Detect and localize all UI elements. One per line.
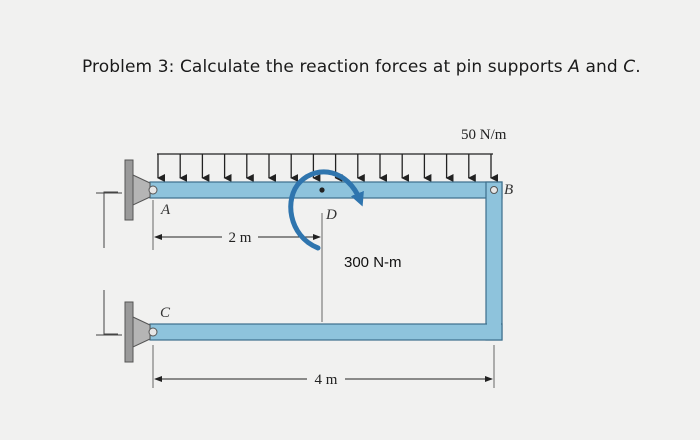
dim-2m-label: 2 m	[229, 230, 252, 246]
pin-b	[490, 186, 498, 194]
point-a-ref: A	[568, 57, 580, 77]
top-member-ab	[149, 181, 503, 199]
problem-suffix: .	[635, 57, 641, 77]
bottom-member-c	[149, 323, 503, 341]
wall-c	[124, 301, 134, 363]
bracket-c	[132, 316, 151, 348]
pin-support-c	[124, 301, 158, 363]
wall-a	[124, 159, 134, 221]
dim-4m-label: 4 m	[315, 372, 338, 388]
support-a-bracket-line	[103, 191, 118, 248]
problem-and: and	[579, 57, 624, 77]
point-c-ref: C	[623, 57, 636, 77]
support-c-bracket-line	[103, 290, 118, 335]
dimension-2m: 2 m	[154, 230, 321, 246]
pin-c	[148, 327, 158, 337]
pin-a	[148, 185, 158, 195]
moment-label: 300 N-m	[344, 254, 402, 271]
label-a: A	[160, 202, 171, 218]
label-b: B	[504, 182, 513, 198]
distributed-load	[157, 153, 498, 182]
bracket-a	[132, 174, 151, 206]
load-arrows	[157, 154, 498, 182]
label-d: D	[325, 207, 337, 223]
label-c: C	[160, 305, 171, 321]
distributed-load-label: 50 N/m	[461, 127, 507, 143]
corner-fill	[487, 183, 501, 339]
frame-members	[149, 181, 503, 341]
point-d-marker	[319, 187, 325, 193]
moment-arrow	[288, 169, 364, 251]
problem-prefix: Problem 3: Calculate the reaction forces…	[82, 57, 569, 77]
problem-statement: Problem 3: Calculate the reaction forces…	[82, 57, 641, 77]
pin-support-a	[124, 159, 158, 221]
dimension-4m: 4 m	[154, 372, 493, 388]
